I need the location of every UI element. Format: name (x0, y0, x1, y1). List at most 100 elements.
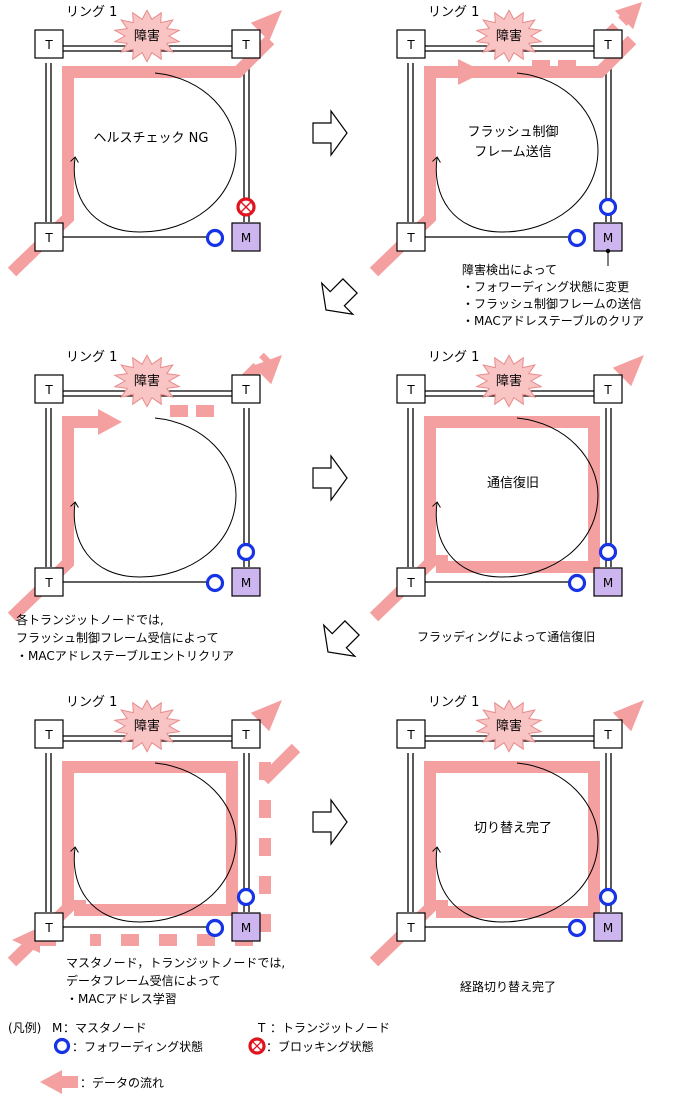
transit-node-box (34, 567, 64, 597)
transit-node-label: T (603, 38, 612, 52)
flow-direction-arc (432, 417, 599, 578)
legend-t-desc: ：トランジットノード (270, 1021, 390, 1035)
fault-burst (475, 699, 543, 753)
transit-node-label: T (406, 383, 415, 397)
forwarding-port (567, 918, 587, 938)
transit-node-box (593, 719, 623, 749)
panel-caption-text: ・フラッシュ制御フレームの送信 (462, 296, 642, 311)
panel-caption-text: ・MACアドレステーブルのクリア (462, 313, 644, 328)
transit-node-box (34, 374, 64, 404)
master-node-box (231, 912, 261, 942)
flow-arrowhead (250, 10, 282, 42)
flow-direction-arc (70, 762, 237, 923)
panel-caption-text: フラッシュ制御フレーム受信によって (16, 630, 219, 645)
transit-node: T (593, 374, 623, 404)
flow-direction-arc (70, 72, 237, 233)
ring-label: リング 1 (66, 350, 117, 365)
transit-node: T (396, 567, 426, 597)
master-node: M (231, 222, 261, 252)
fault-label: 障害 (496, 718, 522, 734)
transit-node: T (396, 29, 426, 59)
flow-arrowhead (98, 409, 122, 435)
forwarding-port (205, 573, 225, 593)
master-node: M (231, 567, 261, 597)
legend-flow-head (40, 1070, 62, 1094)
fault-marker: 障害 (113, 354, 181, 408)
step-arrow-down-left (320, 278, 358, 316)
transit-node-label: T (44, 921, 53, 935)
master-node-box (231, 567, 261, 597)
transit-node-label: T (406, 231, 415, 245)
transit-node-label: T (406, 38, 415, 52)
transit-node: T (593, 29, 623, 59)
flow-path (369, 416, 600, 622)
transit-node-box (396, 29, 426, 59)
transit-node: T (34, 912, 64, 942)
transit-node-box (34, 719, 64, 749)
step-arrow-down-left (322, 620, 360, 658)
step-arrow-right (312, 109, 348, 157)
master-node-label: M (603, 921, 613, 935)
data-flow (369, 355, 644, 622)
fault-label: 障害 (134, 718, 160, 734)
master-node-box (593, 912, 623, 942)
panel-center-text: フレーム送信 (474, 145, 552, 160)
master-node-box (593, 567, 623, 597)
master-node: M (593, 912, 623, 942)
forwarding-port (236, 887, 256, 907)
ring-label: リング 1 (428, 350, 479, 365)
forwarding-port (205, 918, 225, 938)
flow-arrowhead (252, 355, 282, 385)
transit-node-box (34, 222, 64, 252)
forwarding-port (598, 542, 618, 562)
fault-burst (475, 354, 543, 408)
master-node-label: M (603, 576, 613, 590)
callout-dot (605, 248, 611, 254)
transit-node: T (231, 374, 261, 404)
transit-node-label: T (44, 576, 53, 590)
panel-center-text: ヘルスチェック NG (94, 131, 209, 146)
flow-arrowhead (614, 2, 642, 30)
transit-node-box (593, 29, 623, 59)
forwarding-port (598, 887, 618, 907)
transit-node-label: T (406, 921, 415, 935)
transit-node: T (34, 567, 64, 597)
flow-arrowhead (250, 700, 282, 732)
forwarding-port (598, 197, 618, 217)
panel-caption-text: 経路切り替え完了 (460, 979, 556, 994)
forwarding-port (567, 573, 587, 593)
transit-node-label: T (241, 728, 250, 742)
transit-node: T (396, 374, 426, 404)
step-arrow-right (312, 798, 348, 846)
transit-node-box (231, 29, 261, 59)
panel-caption-text: ・MACアドレステーブルエントリクリア (16, 648, 234, 663)
transit-node-box (396, 374, 426, 404)
fault-label: 障害 (496, 28, 522, 44)
legend-blocking-cross (252, 1041, 262, 1051)
legend-blocking-icon (248, 1037, 266, 1055)
legend-data-flow-icon (40, 1070, 78, 1094)
ring-label: リング 1 (428, 695, 479, 710)
fault-marker: 障害 (113, 9, 181, 63)
ring-links (45, 45, 250, 238)
transit-node-box (34, 29, 64, 59)
flow-arrowhead (12, 927, 40, 953)
transit-node: T (231, 29, 261, 59)
legend-m-desc: ：マスタノード (63, 1021, 147, 1035)
flow-direction-arc (432, 72, 599, 233)
transit-node: T (231, 719, 261, 749)
transit-node: T (34, 29, 64, 59)
fault-label: 障害 (134, 28, 160, 44)
transit-node: T (34, 374, 64, 404)
step-arrow-right (312, 454, 348, 502)
panel-center-text: 通信復旧 (487, 475, 539, 491)
master-node-label: M (241, 231, 251, 245)
legend-m-key: M (52, 1021, 62, 1035)
transit-node: T (34, 719, 64, 749)
panel-center-text: 切り替え完了 (474, 821, 552, 836)
fault-marker: 障害 (475, 354, 543, 408)
legend-prefix: (凡例) (8, 1021, 41, 1035)
